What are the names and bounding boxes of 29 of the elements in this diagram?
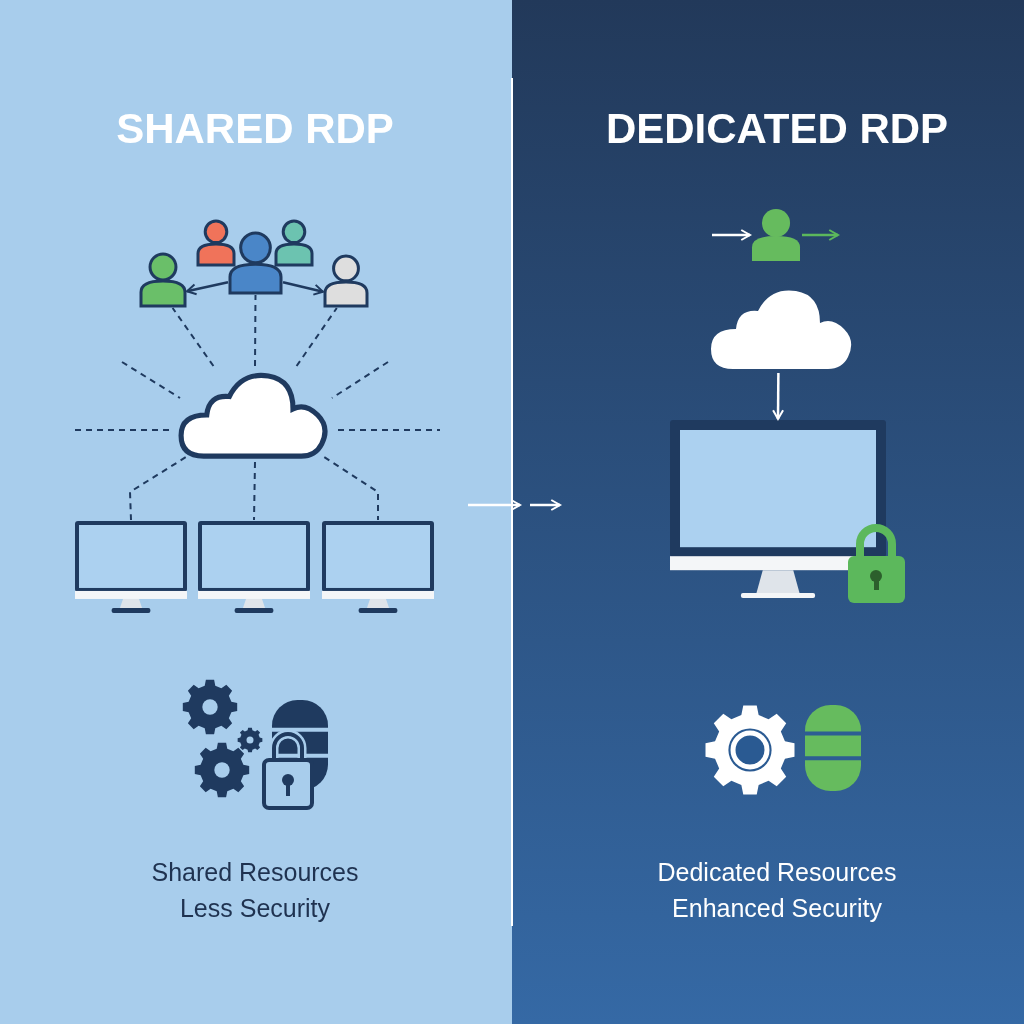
person-icon	[196, 219, 236, 267]
monitor-icon	[197, 520, 311, 614]
panel	[512, 0, 1024, 1024]
arrow	[712, 229, 751, 241]
connector-line	[129, 456, 187, 521]
person-icon	[274, 219, 314, 267]
connector-line	[254, 294, 257, 367]
connector-line	[295, 307, 338, 367]
connector-line	[323, 456, 379, 521]
arrow	[802, 229, 839, 241]
connector-line	[171, 307, 215, 367]
person-icon	[228, 231, 283, 295]
panel-title: SHARED RDP	[116, 105, 394, 153]
panel-caption: Less Security	[179, 894, 331, 923]
monitor-icon	[74, 520, 188, 614]
connector-line	[253, 461, 256, 521]
person-icon	[139, 252, 187, 308]
panel	[0, 0, 512, 1024]
panel-caption: Enhanced Security	[672, 894, 882, 923]
monitor-icon	[669, 419, 887, 599]
arrow	[186, 280, 229, 296]
panel-caption: Dedicated Resources	[657, 858, 897, 887]
monitor-icon	[321, 520, 435, 614]
panel-caption: Shared Resources	[151, 858, 359, 887]
panel-title: DEDICATED RDP	[605, 105, 949, 153]
arrow	[282, 281, 324, 296]
person-icon	[323, 254, 369, 308]
person-icon	[750, 207, 802, 263]
arrow	[772, 373, 785, 420]
